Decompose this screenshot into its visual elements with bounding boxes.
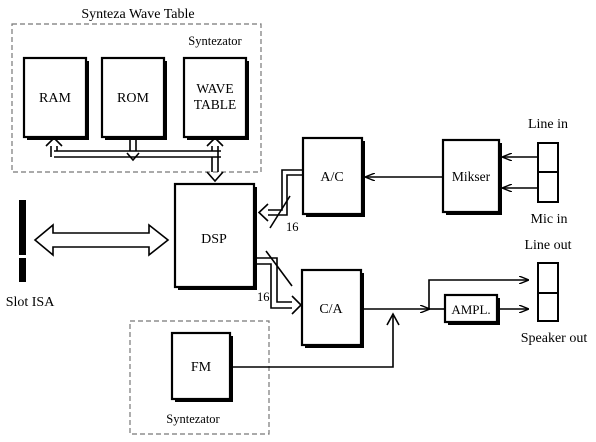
wave-table-group-sublabel: Syntezator xyxy=(188,34,242,48)
rom-label: ROM xyxy=(117,91,149,106)
ac-label: A/C xyxy=(320,170,343,185)
wave-table-group-title: Synteza Wave Table xyxy=(81,7,194,22)
memory-bus xyxy=(45,136,224,183)
fm-block: FM xyxy=(170,331,233,402)
rom-block: ROM xyxy=(100,56,167,140)
output-jacks: Line out Speaker out xyxy=(521,238,588,346)
isa-slot-connector xyxy=(19,200,26,282)
ram-block: RAM xyxy=(22,56,89,140)
fm-group-sublabel: Syntezator xyxy=(166,412,220,426)
ca-bus-width-label: 16 xyxy=(257,290,270,304)
mic-in-jack xyxy=(537,171,559,203)
wave-table-label-line1: WAVE xyxy=(196,81,233,96)
line-out-jack xyxy=(537,262,559,294)
isa-slot-label: Slot ISA xyxy=(6,295,56,310)
mikser-block: Mikser xyxy=(441,138,502,215)
amplifier-block: AMPL. xyxy=(443,293,500,325)
fm-synth-group: Syntezator xyxy=(129,320,270,435)
analog-output-path xyxy=(230,280,528,368)
dsp-label: DSP xyxy=(201,232,227,247)
line-out-label: Line out xyxy=(524,238,571,253)
wave-table-label-line2: TABLE xyxy=(194,97,236,112)
ac-converter-block: A/C xyxy=(301,136,365,217)
ac-bus-width-label: 16 xyxy=(286,220,299,234)
ca-label: C/A xyxy=(319,302,343,317)
ac-to-dsp-bus: 16 xyxy=(257,169,303,234)
wave-table-synth-group: Synteza Wave Table Syntezator xyxy=(11,7,262,173)
speaker-out-label: Speaker out xyxy=(521,331,588,346)
wave-table-block: WAVE TABLE xyxy=(182,56,249,140)
dsp-block: DSP xyxy=(173,182,257,290)
amplifier-label: AMPL. xyxy=(451,302,490,317)
ca-converter-block: C/A xyxy=(300,268,364,348)
dsp-to-ca-bus: 16 xyxy=(256,250,303,315)
mikser-label: Mikser xyxy=(452,169,491,184)
fm-label: FM xyxy=(191,360,212,375)
isa-slot: Slot ISA xyxy=(6,200,56,310)
line-in-jack xyxy=(537,142,559,173)
line-in-label: Line in xyxy=(528,117,568,132)
input-jacks: Line in Mic in xyxy=(503,117,568,227)
mic-in-label: Mic in xyxy=(531,212,568,227)
ram-label: RAM xyxy=(39,91,71,106)
isa-dsp-bus xyxy=(33,223,170,257)
speaker-out-jack xyxy=(537,292,559,322)
